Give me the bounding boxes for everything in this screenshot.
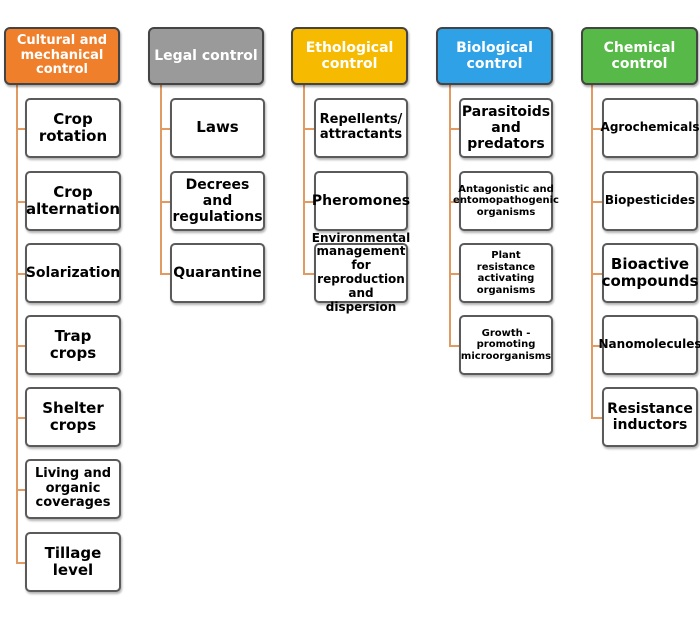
- connector-line: [303, 85, 305, 274]
- connector-tick: [303, 273, 314, 275]
- connector-tick: [16, 562, 25, 564]
- item-biological-2: Antagonistic and entomopathogenic organi…: [453, 171, 559, 231]
- item-cultural-4: Trap crops: [25, 315, 121, 375]
- item-ethological-3: Environmental management for reproductio…: [311, 230, 411, 314]
- connector-tick: [16, 128, 25, 130]
- connector-tick: [449, 345, 459, 347]
- connector-tick: [449, 128, 459, 130]
- header-legal: Legal control: [148, 27, 264, 85]
- item-biological-3: Plant resistance activating organisms: [459, 243, 553, 303]
- connector-tick: [16, 273, 25, 275]
- connector-tick: [303, 201, 314, 203]
- connector-tick: [160, 128, 170, 130]
- header-biological: Biological control: [436, 27, 553, 85]
- header-chemical: Chemical control: [581, 27, 698, 85]
- item-cultural-6: Living and organic coverages: [25, 459, 121, 519]
- item-chemical-3: Bioactive compounds: [602, 243, 698, 303]
- header-ethological: Ethological control: [291, 27, 408, 85]
- connector-tick: [449, 273, 459, 275]
- item-chemical-2: Biopesticides: [602, 171, 698, 231]
- item-cultural-3: Solarization: [25, 243, 121, 303]
- item-cultural-7: Tillage level: [25, 532, 121, 592]
- item-biological-1: Parasitoids and predators: [459, 98, 553, 158]
- connector-tick: [16, 201, 25, 203]
- connector-tick: [591, 273, 602, 275]
- connector-tick: [160, 273, 170, 275]
- header-cultural: Cultural and mechanical control: [4, 27, 120, 85]
- item-legal-1: Laws: [170, 98, 265, 158]
- item-ethological-1: Repellents/ attractants: [314, 98, 408, 158]
- item-biological-4: Growth - promoting microorganisms: [459, 315, 553, 375]
- connector-tick: [591, 128, 602, 130]
- connector-line: [160, 85, 162, 274]
- connector-tick: [449, 201, 459, 203]
- connector-tick: [591, 417, 602, 419]
- connector-line: [591, 85, 593, 418]
- item-cultural-1: Crop rotation: [25, 98, 121, 158]
- item-ethological-2: Pheromones: [312, 171, 410, 231]
- item-legal-3: Quarantine: [170, 243, 265, 303]
- connector-tick: [303, 128, 314, 130]
- item-chemical-1: Agrochemicals: [601, 98, 699, 158]
- connector-line: [449, 85, 451, 346]
- connector-tick: [16, 489, 25, 491]
- item-cultural-5: Shelter crops: [25, 387, 121, 447]
- item-chemical-4: Nanomolecules: [599, 315, 700, 375]
- connector-line: [16, 85, 18, 563]
- connector-tick: [16, 417, 25, 419]
- connector-tick: [16, 345, 25, 347]
- connector-tick: [591, 345, 602, 347]
- item-cultural-2: Crop alternation: [25, 171, 121, 231]
- connector-tick: [160, 201, 170, 203]
- item-legal-2: Decrees and regulations: [170, 171, 265, 231]
- item-chemical-5: Resistance inductors: [602, 387, 698, 447]
- connector-tick: [591, 201, 602, 203]
